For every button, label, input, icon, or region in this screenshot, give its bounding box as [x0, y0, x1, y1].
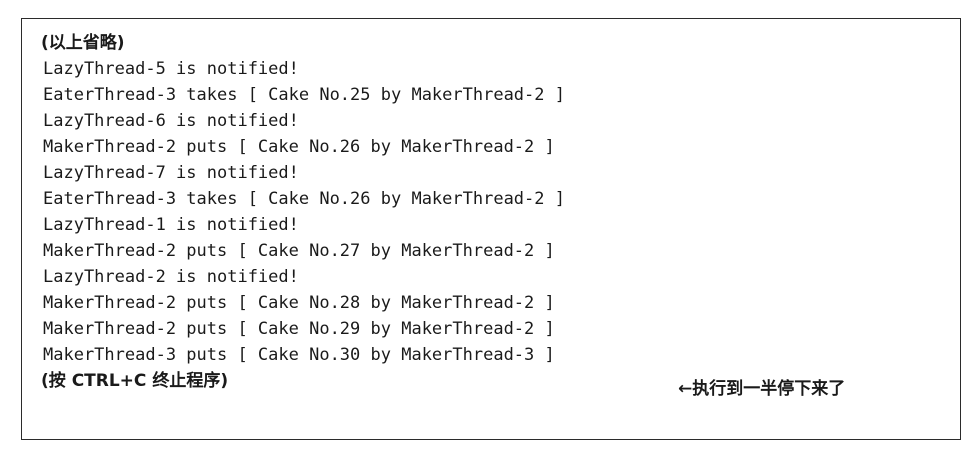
console-line-4: MakerThread-2 puts [ Cake No.26 by Maker… [43, 137, 555, 157]
halt-annotation: ←执行到一半停下来了 [678, 379, 846, 399]
console-line-3: LazyThread-6 is notified! [43, 111, 299, 131]
terminate-note: (按 CTRL+C 终止程序) [41, 371, 229, 391]
console-line-6: EaterThread-3 takes [ Cake No.26 by Make… [43, 189, 565, 209]
console-line-2: EaterThread-3 takes [ Cake No.25 by Make… [43, 85, 565, 105]
console-line-8: MakerThread-2 puts [ Cake No.27 by Maker… [43, 241, 555, 261]
console-line-9: LazyThread-2 is notified! [43, 267, 299, 287]
console-line-11: MakerThread-2 puts [ Cake No.29 by Maker… [43, 319, 555, 339]
console-line-7: LazyThread-1 is notified! [43, 215, 299, 235]
console-output-box: (以上省略) LazyThread-5 is notified! EaterTh… [21, 18, 961, 440]
console-line-5: LazyThread-7 is notified! [43, 163, 299, 183]
console-line-1: LazyThread-5 is notified! [43, 59, 299, 79]
console-line-10: MakerThread-2 puts [ Cake No.28 by Maker… [43, 293, 555, 313]
omitted-note: (以上省略) [41, 33, 125, 53]
console-line-12: MakerThread-3 puts [ Cake No.30 by Maker… [43, 345, 555, 365]
